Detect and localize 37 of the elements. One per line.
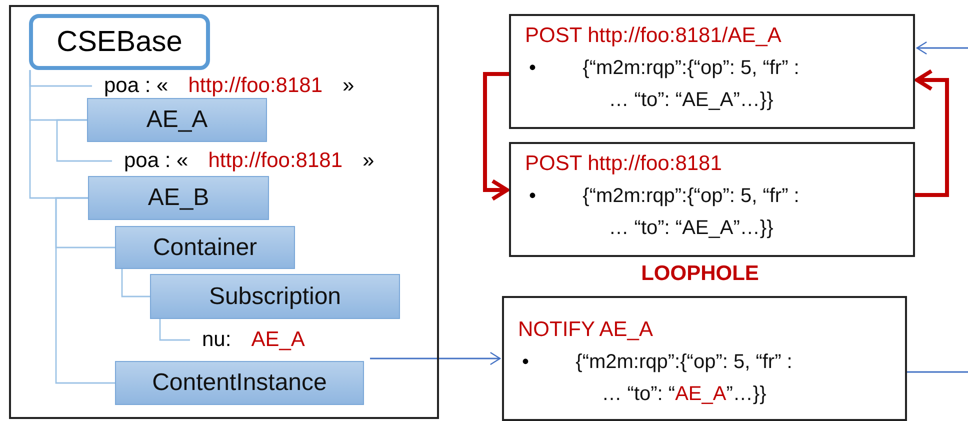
root-resource-box: CSEBase (29, 14, 210, 70)
attribute-text: nu: (202, 328, 232, 352)
attribute-text: » (362, 149, 374, 173)
tree-line (56, 119, 112, 162)
payload-text: {“m2m:rqp”:{“op”: 5, “fr” : … “to”: “AE_A”…}} (574, 350, 794, 407)
tree-line (55, 197, 115, 384)
tree-line (907, 371, 968, 373)
bullet: • (528, 184, 538, 209)
attribute-value: http://foo:8181 (208, 149, 343, 173)
panel-frame (9, 5, 439, 419)
attribute-text: poa : « (124, 149, 188, 173)
message-box (509, 14, 915, 129)
resource-box: Subscription (150, 274, 400, 319)
attribute-value: AE_A (251, 328, 305, 352)
attribute-value: http://foo:8181 (188, 74, 323, 98)
request-line: POST http://foo:8181/AE_A (525, 24, 782, 48)
bullet: • (528, 56, 538, 81)
resource-box: AE_B (88, 176, 269, 220)
message-box (509, 142, 915, 257)
payload-text: {“m2m:rqp”:{“op”: 5, “fr” : … “to”: “AE_A”…}} (582, 56, 800, 113)
arrow (370, 352, 501, 366)
arrow (915, 69, 949, 197)
resource-box: AE_A (87, 98, 267, 142)
request-line: NOTIFY AE_A (518, 318, 654, 342)
attribute-text: » (342, 74, 354, 98)
attribute-text: poa : « (104, 74, 168, 98)
request-line: POST http://foo:8181 (525, 152, 723, 176)
bullet: • (521, 350, 530, 375)
tree-line (121, 269, 150, 298)
resource-box: Container (115, 226, 295, 269)
arrow (483, 72, 509, 201)
arrow (916, 41, 968, 55)
resource-box: ContentInstance (115, 361, 364, 405)
warning-label: LOOPHOLE (640, 262, 760, 286)
payload-text: {“m2m:rqp”:{“op”: 5, “fr” : … “to”: “AE_A”…}} (582, 184, 800, 241)
tree-line (159, 319, 190, 341)
message-box (502, 296, 907, 421)
